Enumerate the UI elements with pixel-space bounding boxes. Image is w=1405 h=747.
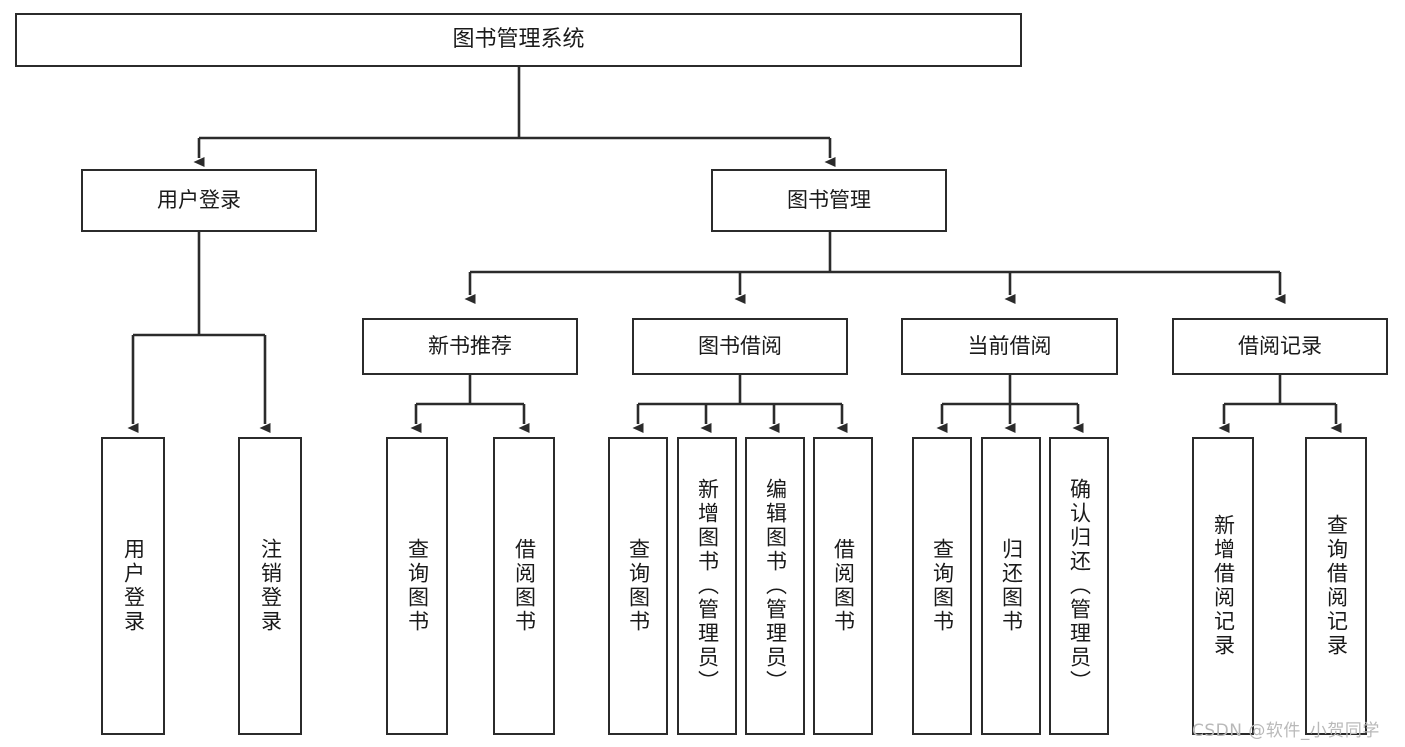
- node-label: 新书推荐: [428, 334, 512, 359]
- leaf-borrow-add-book-admin[interactable]: 新增图书（管理员）: [677, 437, 737, 735]
- node-label: 图书管理系统: [452, 27, 585, 53]
- node-book-borrow[interactable]: 图书借阅: [632, 318, 848, 375]
- node-book-management[interactable]: 图书管理: [711, 169, 947, 232]
- leaf-recommend-query-book[interactable]: 查询图书: [386, 437, 448, 735]
- node-current-borrow[interactable]: 当前借阅: [901, 318, 1118, 375]
- leaf-current-query-book[interactable]: 查询图书: [912, 437, 972, 735]
- leaf-current-return-book[interactable]: 归还图书: [981, 437, 1041, 735]
- node-label: 查询借阅记录: [1324, 514, 1349, 658]
- node-label: 注销登录: [258, 538, 283, 634]
- node-label: 借阅图书: [512, 538, 537, 634]
- node-label: 用户登录: [157, 188, 241, 213]
- node-label: 新增图书（管理员）: [695, 478, 720, 694]
- leaf-borrow-edit-book-admin[interactable]: 编辑图书（管理员）: [745, 437, 805, 735]
- node-borrow-record[interactable]: 借阅记录: [1172, 318, 1388, 375]
- leaf-record-query-record[interactable]: 查询借阅记录: [1305, 437, 1367, 735]
- node-new-book-recommend[interactable]: 新书推荐: [362, 318, 578, 375]
- node-label: 新增借阅记录: [1211, 514, 1236, 658]
- node-label: 查询图书: [626, 538, 651, 634]
- node-label: 用户登录: [121, 538, 146, 634]
- node-label: 借阅图书: [831, 538, 856, 634]
- leaf-current-confirm-return-admin[interactable]: 确认归还（管理员）: [1049, 437, 1109, 735]
- node-label: 编辑图书（管理员）: [763, 478, 788, 694]
- leaf-borrow-borrow-book[interactable]: 借阅图书: [813, 437, 873, 735]
- leaf-user-login-logout[interactable]: 注销登录: [238, 437, 302, 735]
- node-root-system[interactable]: 图书管理系统: [15, 13, 1022, 67]
- node-label: 归还图书: [999, 538, 1024, 634]
- leaf-borrow-query-book[interactable]: 查询图书: [608, 437, 668, 735]
- leaf-recommend-borrow-book[interactable]: 借阅图书: [493, 437, 555, 735]
- node-user-login[interactable]: 用户登录: [81, 169, 317, 232]
- node-label: 借阅记录: [1238, 334, 1322, 359]
- node-label: 当前借阅: [967, 334, 1052, 359]
- node-label: 查询图书: [405, 538, 430, 634]
- leaf-user-login-login[interactable]: 用户登录: [101, 437, 165, 735]
- node-label: 图书管理: [787, 188, 871, 213]
- node-label: 图书借阅: [698, 334, 782, 359]
- watermark-text: CSDN @软件_小贺同学: [1192, 721, 1380, 741]
- node-label: 查询图书: [930, 538, 955, 634]
- node-label: 确认归还（管理员）: [1067, 478, 1092, 694]
- leaf-record-add-record[interactable]: 新增借阅记录: [1192, 437, 1254, 735]
